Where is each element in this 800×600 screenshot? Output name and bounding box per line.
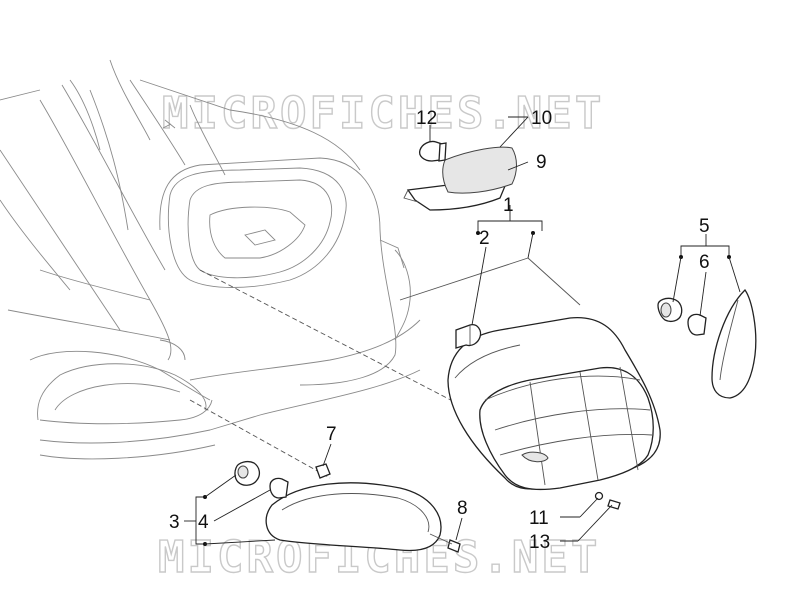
callout-5: 5: [699, 216, 710, 237]
callout-9: 9: [536, 152, 547, 173]
callout-12: 12: [416, 108, 437, 129]
watermark-top: MICROFICHES.NET: [162, 88, 604, 139]
bulb-12: [418, 140, 447, 162]
callout-1: 1: [503, 195, 514, 216]
callout-4: 4: [198, 512, 209, 533]
callout-2: 2: [479, 228, 490, 249]
reference-lines: [189, 257, 581, 479]
left-turn-signal: [234, 461, 461, 553]
callout-13: 13: [529, 532, 550, 553]
callout-labels: 1 2 3 4 5 6 7 8 9 10 11 12 13: [169, 108, 710, 553]
callout-7: 7: [326, 424, 337, 445]
tail-light-assembly: [447, 316, 661, 491]
callout-8: 8: [457, 498, 468, 519]
scooter-body-outline: [0, 59, 421, 460]
leader-lines: [184, 116, 741, 546]
callout-11: 11: [529, 508, 549, 529]
callout-3: 3: [169, 512, 180, 533]
right-turn-signal: [657, 288, 757, 399]
license-plate-lamp: [403, 146, 517, 211]
callout-6: 6: [699, 252, 710, 273]
bulb-2: [455, 324, 482, 349]
screw-11-13: [594, 491, 621, 510]
callout-10: 10: [531, 108, 552, 129]
